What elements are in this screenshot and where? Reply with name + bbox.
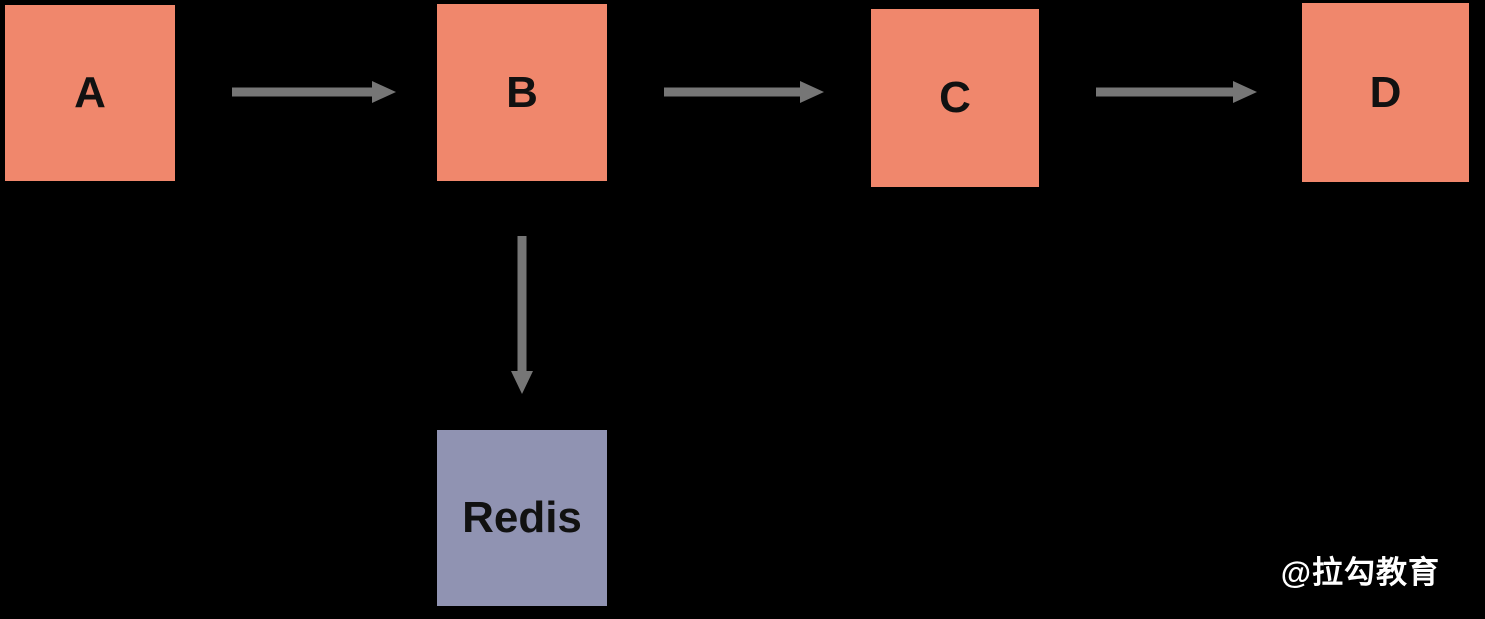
arrow-b-to-redis-icon — [511, 236, 533, 394]
node-d: D — [1302, 3, 1469, 182]
node-a: A — [5, 5, 175, 181]
arrow-c-to-d-icon — [1096, 81, 1257, 103]
node-c-label: C — [939, 73, 971, 122]
arrow-b-to-c-icon — [664, 81, 824, 103]
node-c: C — [871, 9, 1039, 187]
node-b-label: B — [506, 67, 538, 117]
node-a-label: A — [74, 68, 106, 117]
node-redis: Redis — [437, 430, 607, 606]
node-b: B — [437, 4, 607, 181]
node-d-label: D — [1369, 67, 1402, 117]
arrow-a-to-b-icon — [232, 81, 396, 103]
watermark: @拉勾教育 — [1280, 555, 1440, 590]
node-redis-label: Redis — [462, 493, 582, 542]
